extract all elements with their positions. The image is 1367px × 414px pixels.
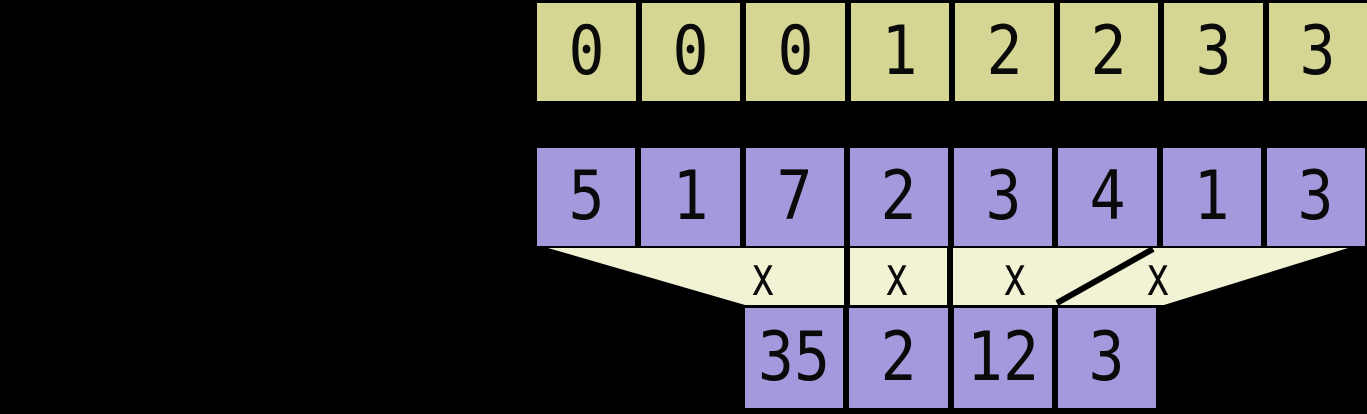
input-value-cell: 3 xyxy=(1266,148,1365,246)
segment-ids-row: 0 0 0 1 2 2 3 3 xyxy=(537,3,1367,101)
input-value-cell: 1 xyxy=(1162,148,1261,246)
segment-id-value: 0 xyxy=(568,12,605,91)
segment-id-cell: 3 xyxy=(1164,3,1263,101)
input-value-cell: 7 xyxy=(745,148,844,246)
output-values-row: 35 2 12 3 xyxy=(745,308,1156,408)
input-value: 1 xyxy=(1193,157,1230,236)
segment-id-cell: 0 xyxy=(641,3,740,101)
segment-id-cell: 3 xyxy=(1268,3,1367,101)
input-value-cell: 4 xyxy=(1058,148,1157,246)
output-value: 2 xyxy=(880,318,917,397)
input-values-row: 5 1 7 2 3 4 1 3 xyxy=(537,148,1365,246)
output-value-cell: 12 xyxy=(953,308,1052,408)
input-value: 2 xyxy=(880,157,917,236)
multiply-operator: x xyxy=(751,245,775,308)
segment-id-value: 1 xyxy=(881,12,918,91)
segment-id-value: 3 xyxy=(1299,12,1336,91)
output-value: 35 xyxy=(758,318,831,397)
segment-id-cell: 0 xyxy=(537,3,636,101)
input-value: 4 xyxy=(1089,157,1126,236)
segment-id-cell: 0 xyxy=(746,3,845,101)
reduction-funnel xyxy=(548,246,1348,306)
segment-id-cell: 2 xyxy=(955,3,1054,101)
input-value: 7 xyxy=(776,157,813,236)
input-value-cell: 2 xyxy=(849,148,948,246)
segment-id-value: 2 xyxy=(1090,12,1127,91)
segment-id-value: 0 xyxy=(672,12,709,91)
output-value: 3 xyxy=(1088,318,1125,397)
segment-id-value: 2 xyxy=(986,12,1023,91)
input-value: 3 xyxy=(985,157,1022,236)
segment-id-cell: 2 xyxy=(1059,3,1158,101)
output-value-cell: 3 xyxy=(1057,308,1156,408)
input-value: 5 xyxy=(568,157,605,236)
segment-id-value: 0 xyxy=(777,12,814,91)
multiply-operator: x xyxy=(1003,245,1027,308)
multiply-operator: x xyxy=(1146,245,1170,308)
input-value-cell: 3 xyxy=(954,148,1053,246)
segment-divider-diagonal xyxy=(1055,246,1155,306)
output-value-cell: 2 xyxy=(849,308,948,408)
input-value-cell: 5 xyxy=(537,148,636,246)
segment-id-cell: 1 xyxy=(850,3,949,101)
input-value-cell: 1 xyxy=(641,148,740,246)
output-value: 12 xyxy=(966,318,1039,397)
input-value: 1 xyxy=(672,157,709,236)
input-value: 3 xyxy=(1297,157,1334,236)
multiply-operator: x xyxy=(885,245,909,308)
segment-id-value: 3 xyxy=(1195,12,1232,91)
output-value-cell: 35 xyxy=(745,308,844,408)
